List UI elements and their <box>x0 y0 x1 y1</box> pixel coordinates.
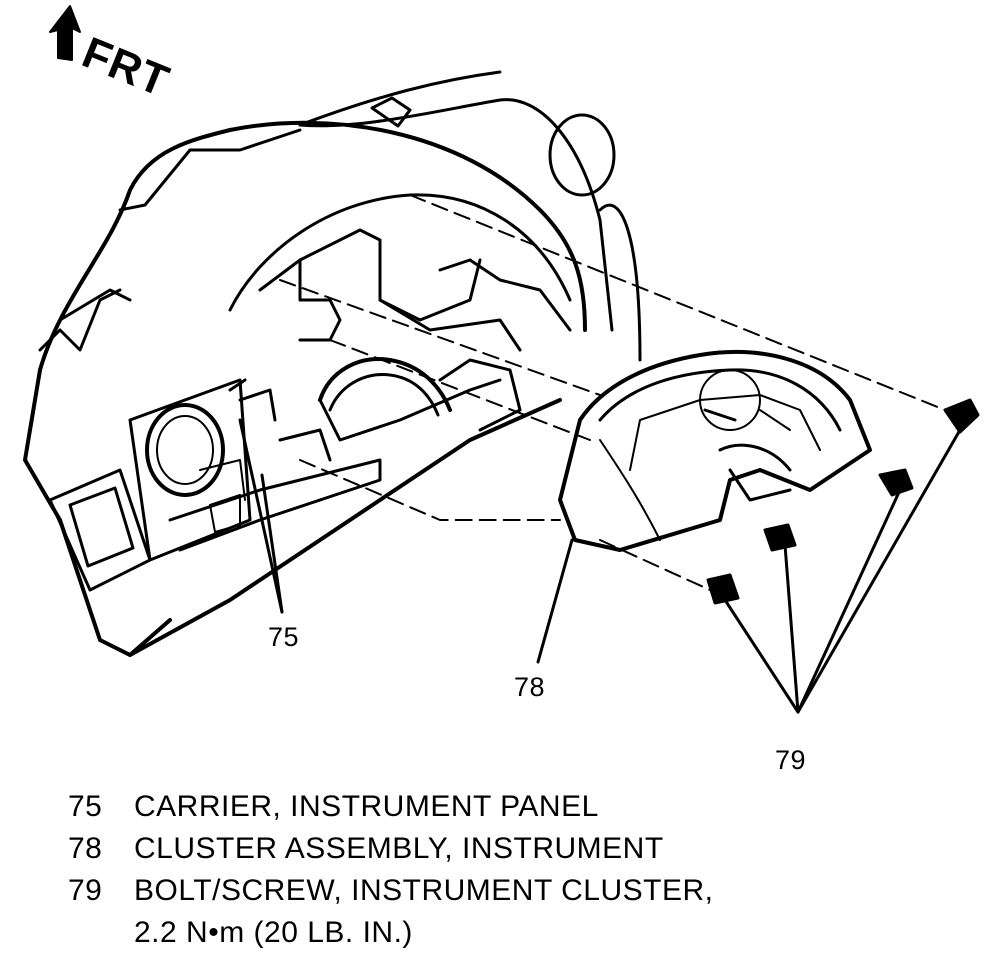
cowl-outline <box>298 70 502 127</box>
bolt-icon <box>706 398 980 605</box>
legend-item: 79 BOLT/SCREW, INSTRUMENT CLUSTER, <box>68 870 713 912</box>
legend-number: 78 <box>68 832 103 865</box>
legend-item: 75 CARRIER, INSTRUMENT PANEL <box>68 786 713 828</box>
round-vent-right <box>548 113 616 197</box>
pillar-right <box>598 203 642 362</box>
alignment-lines <box>279 194 951 591</box>
legend-torque-spec: 2.2 N•m (20 LB. IN.) <box>134 916 413 949</box>
parts-legend: 75 CARRIER, INSTRUMENT PANEL 78 CLUSTER AS… <box>68 786 713 954</box>
cluster-speedometer <box>699 369 761 431</box>
carrier-outer <box>38 120 587 372</box>
callout-78: 78 <box>514 672 546 702</box>
front-arrow-icon <box>49 5 81 61</box>
leader-lines <box>238 418 962 714</box>
carrier-inner-frame <box>258 228 482 322</box>
callout-79: 79 <box>775 745 807 775</box>
cluster-housing <box>558 350 872 552</box>
left-gauge-opening <box>145 403 225 497</box>
carrier-inner-arch <box>228 193 572 312</box>
cowl-top <box>298 98 614 332</box>
legend-number: 79 <box>68 874 103 907</box>
callout-75: 75 <box>268 622 300 652</box>
steering-column-opening <box>318 357 452 412</box>
legend-text: CARRIER, INSTRUMENT PANEL <box>134 790 599 823</box>
carrier-top-ridge <box>118 128 302 212</box>
legend-text: CLUSTER ASSEMBLY, INSTRUMENT <box>134 832 664 865</box>
carrier-lower-edge <box>128 398 562 657</box>
legend-item: 78 CLUSTER ASSEMBLY, INSTRUMENT <box>68 828 713 870</box>
cluster-face <box>598 368 842 432</box>
legend-text: BOLT/SCREW, INSTRUMENT CLUSTER, <box>134 874 714 907</box>
legend-number: 75 <box>68 790 103 823</box>
